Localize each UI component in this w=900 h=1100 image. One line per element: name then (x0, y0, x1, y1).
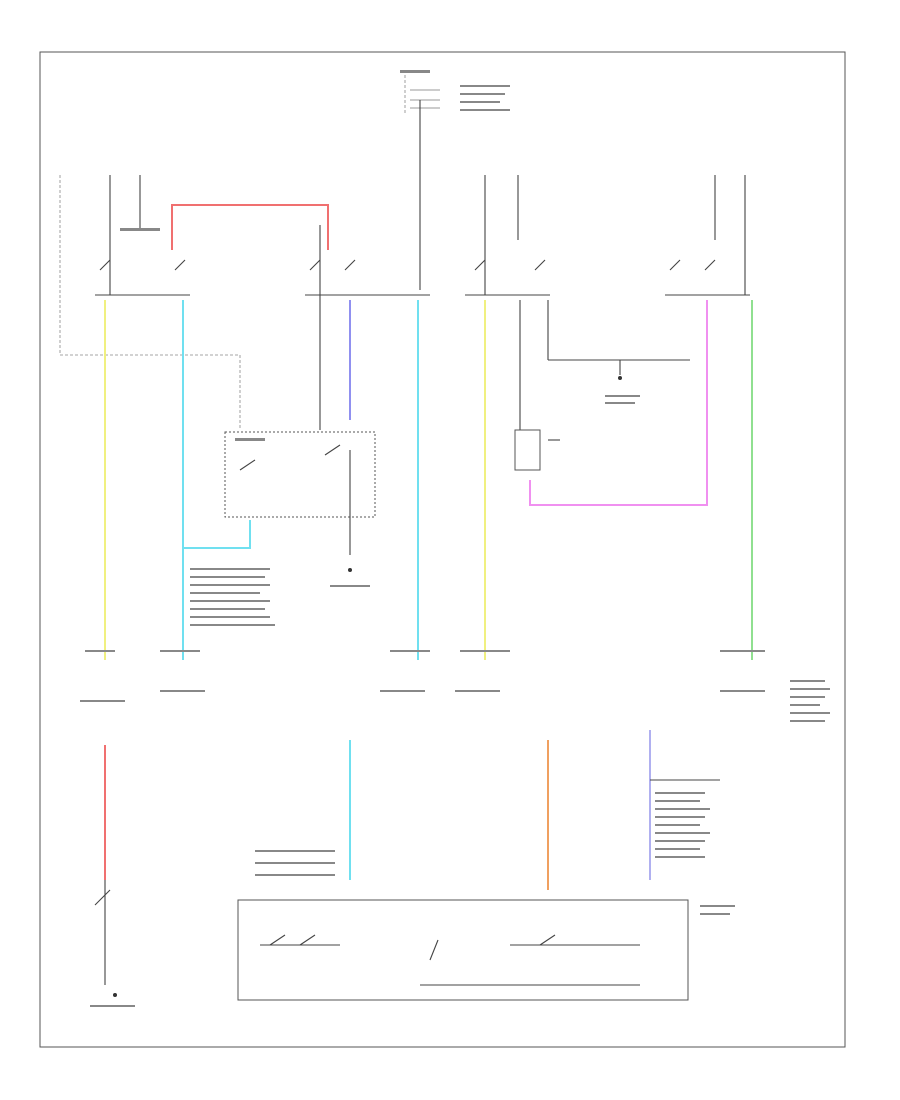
center-module (224, 431, 376, 587)
colored-wires-upper (104, 204, 753, 660)
red-wire-top (171, 204, 329, 250)
colored-wires-lower (349, 730, 720, 890)
lower-left-circuit (90, 745, 135, 1007)
diagram-frame (39, 51, 846, 1048)
cyan-wire-loop (183, 520, 251, 549)
label-marks (80, 568, 830, 915)
right-module (514, 300, 690, 471)
pink-wire (529, 300, 708, 506)
relay-row (59, 175, 750, 430)
top-fuse-block (400, 70, 510, 290)
lower-switch-box (237, 899, 689, 1001)
